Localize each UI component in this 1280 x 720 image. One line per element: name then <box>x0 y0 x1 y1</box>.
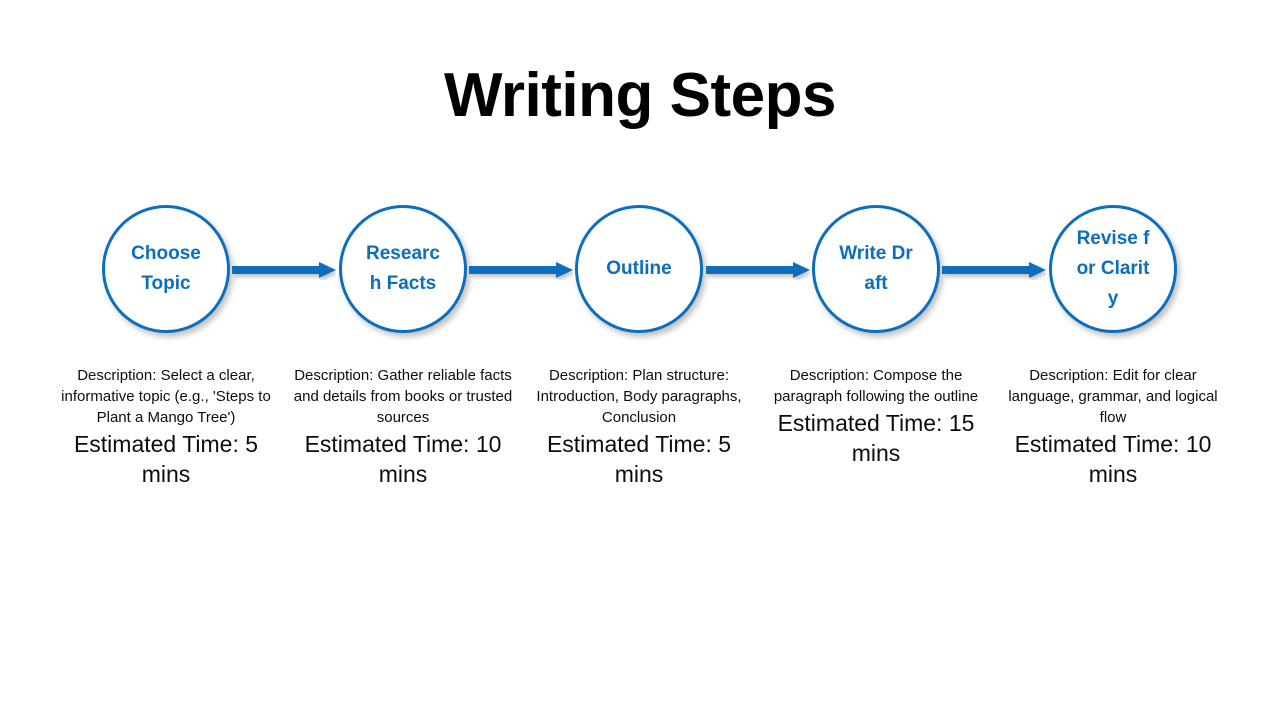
arrow-right-icon <box>706 262 810 278</box>
step-description-3-text: Description: Plan structure: Introductio… <box>536 367 742 426</box>
step-estimated-time-5: Estimated Time: 10 mins <box>1014 431 1212 487</box>
flow-node-5[interactable]: Revise for Clarity <box>1049 205 1177 333</box>
step-descriptions: Description: Select a clear, informative… <box>0 365 1280 525</box>
process-flow: Choose Topic Research Facts <box>0 205 1280 335</box>
step-description-2-text: Description: Gather reliable facts and d… <box>293 367 513 426</box>
step-description-1: Description: Select a clear, informative… <box>48 365 284 489</box>
arrow-right-icon <box>469 262 573 278</box>
step-description-1-text: Description: Select a clear, informative… <box>61 367 271 426</box>
step-estimated-time-2: Estimated Time: 10 mins <box>304 431 502 487</box>
step-description-5: Description: Edit for clear language, gr… <box>995 365 1231 489</box>
flow-node-2[interactable]: Research Facts <box>339 205 467 333</box>
step-estimated-time-4: Estimated Time: 15 mins <box>777 410 975 466</box>
arrow-right-icon <box>232 262 336 278</box>
flow-node-4-label: Write Draft <box>839 243 913 294</box>
flow-node-3[interactable]: Outline <box>575 205 703 333</box>
flow-node-1[interactable]: Choose Topic <box>102 205 230 333</box>
arrow-right-icon <box>942 262 1046 278</box>
step-description-4-text: Description: Compose the paragraph follo… <box>773 367 979 405</box>
flow-node-4[interactable]: Write Draft <box>812 205 940 333</box>
flow-node-1-label: Choose Topic <box>131 243 201 294</box>
step-estimated-time-1: Estimated Time: 5 mins <box>73 431 259 487</box>
flow-node-3-label: Outline <box>606 258 672 279</box>
step-description-3: Description: Plan structure: Introductio… <box>521 365 757 489</box>
flow-node-5-label: Revise for Clarity <box>1076 228 1150 309</box>
step-description-4: Description: Compose the paragraph follo… <box>758 365 994 468</box>
step-estimated-time-3: Estimated Time: 5 mins <box>546 431 732 487</box>
step-description-5-text: Description: Edit for clear language, gr… <box>1008 367 1218 426</box>
step-description-2: Description: Gather reliable facts and d… <box>285 365 521 489</box>
page-title: Writing Steps <box>444 61 836 130</box>
flow-node-2-label: Research Facts <box>366 243 440 294</box>
